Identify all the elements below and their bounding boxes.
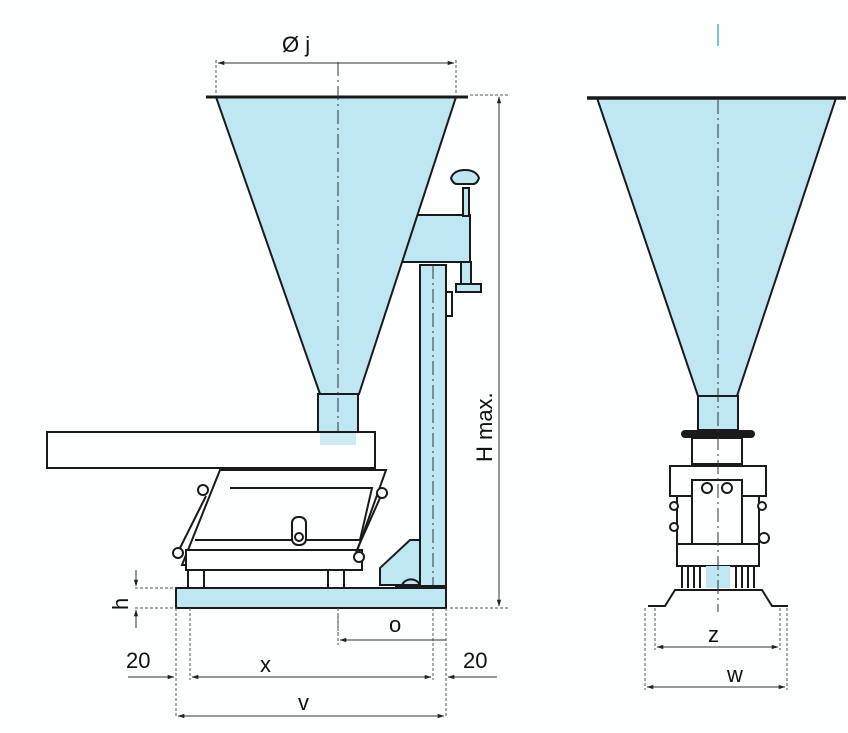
bolt-icon: [172, 547, 184, 559]
bolt-icon: [376, 487, 388, 499]
label-margin-left: 20: [126, 648, 150, 673]
label-height-max: H max.: [472, 392, 497, 462]
base-plate: [175, 587, 447, 609]
front-view: z w: [587, 24, 846, 690]
side-view: Ø j H max. h o 20 x 20 v: [46, 32, 508, 719]
bolt-icon: [353, 551, 365, 563]
front-hopper-cone: [595, 97, 838, 397]
clamp-ring: [681, 430, 755, 438]
label-hopper-diameter: Ø j: [282, 32, 310, 57]
label-offset: o: [389, 612, 401, 637]
star-knob-icon: [449, 168, 481, 185]
label-margin-right: 20: [463, 648, 487, 673]
label-base-height: h: [108, 598, 133, 610]
label-base-length: v: [298, 690, 309, 715]
bolt-icon: [197, 484, 209, 496]
label-foot-hole-spacing: z: [708, 622, 719, 647]
label-foot-width: w: [726, 662, 743, 687]
gusset: [379, 539, 421, 586]
label-hole-spacing: x: [260, 652, 271, 677]
clamp-screw: [462, 187, 470, 217]
